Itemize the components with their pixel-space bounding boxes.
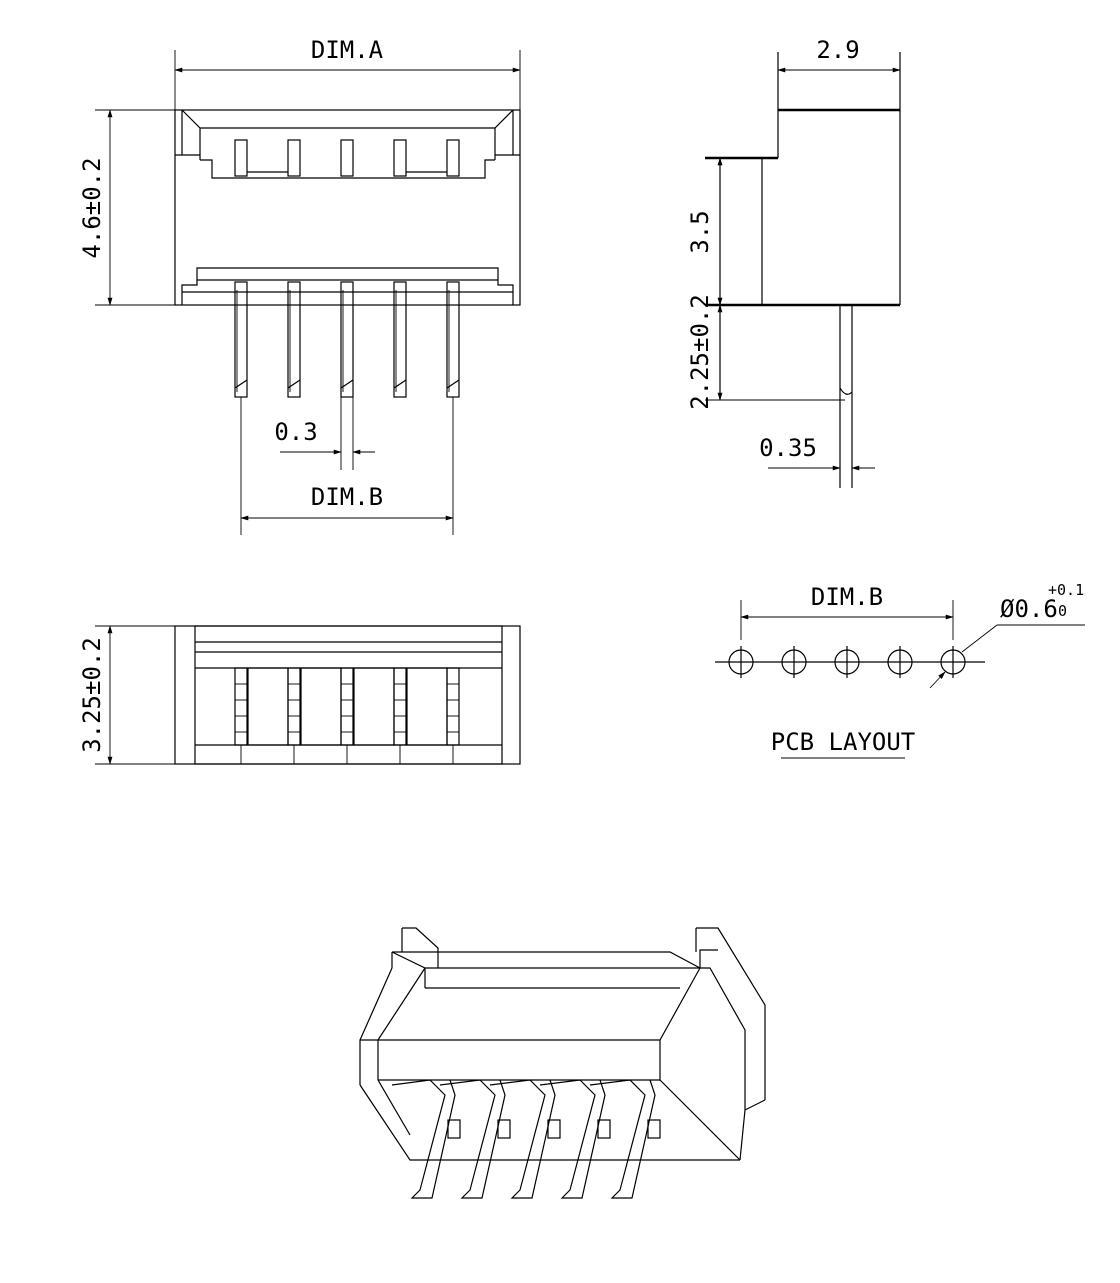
tolerance-minus-label: 0 <box>1058 602 1067 620</box>
side-view: 2.9 3.5 2.25±0.2 0.35 <box>686 36 901 488</box>
pin-width-label: 0.3 <box>274 418 317 446</box>
tolerance-plus-label: +0.1 <box>1048 581 1084 599</box>
dim-a-label: DIM.A <box>311 36 384 64</box>
front-view: DIM.A 4.6±0.2 0.3 DIM.B <box>78 36 521 535</box>
height-front-label: 4.6±0.2 <box>78 157 106 258</box>
dim-b-front-label: DIM.B <box>311 483 383 511</box>
hole-diameter-label: Ø0.6 <box>1000 595 1058 623</box>
pcb-layout: DIM.B Ø0.6 +0.1 0 PCB LAYOUT <box>715 581 1085 759</box>
pcb-layout-title: PCB LAYOUT <box>771 728 916 756</box>
dim-b-pcb-label: DIM.B <box>811 583 883 611</box>
bottom-view: 3.25±0.2 <box>78 625 521 765</box>
side-pin-thickness-label: 0.35 <box>759 434 817 462</box>
side-body-label: 3.5 <box>686 210 714 253</box>
height-bottom-label: 3.25±0.2 <box>78 637 106 753</box>
side-pin-length-label: 2.25±0.2 <box>686 294 714 410</box>
isometric-view <box>359 927 766 1199</box>
side-width-label: 2.9 <box>816 36 859 64</box>
